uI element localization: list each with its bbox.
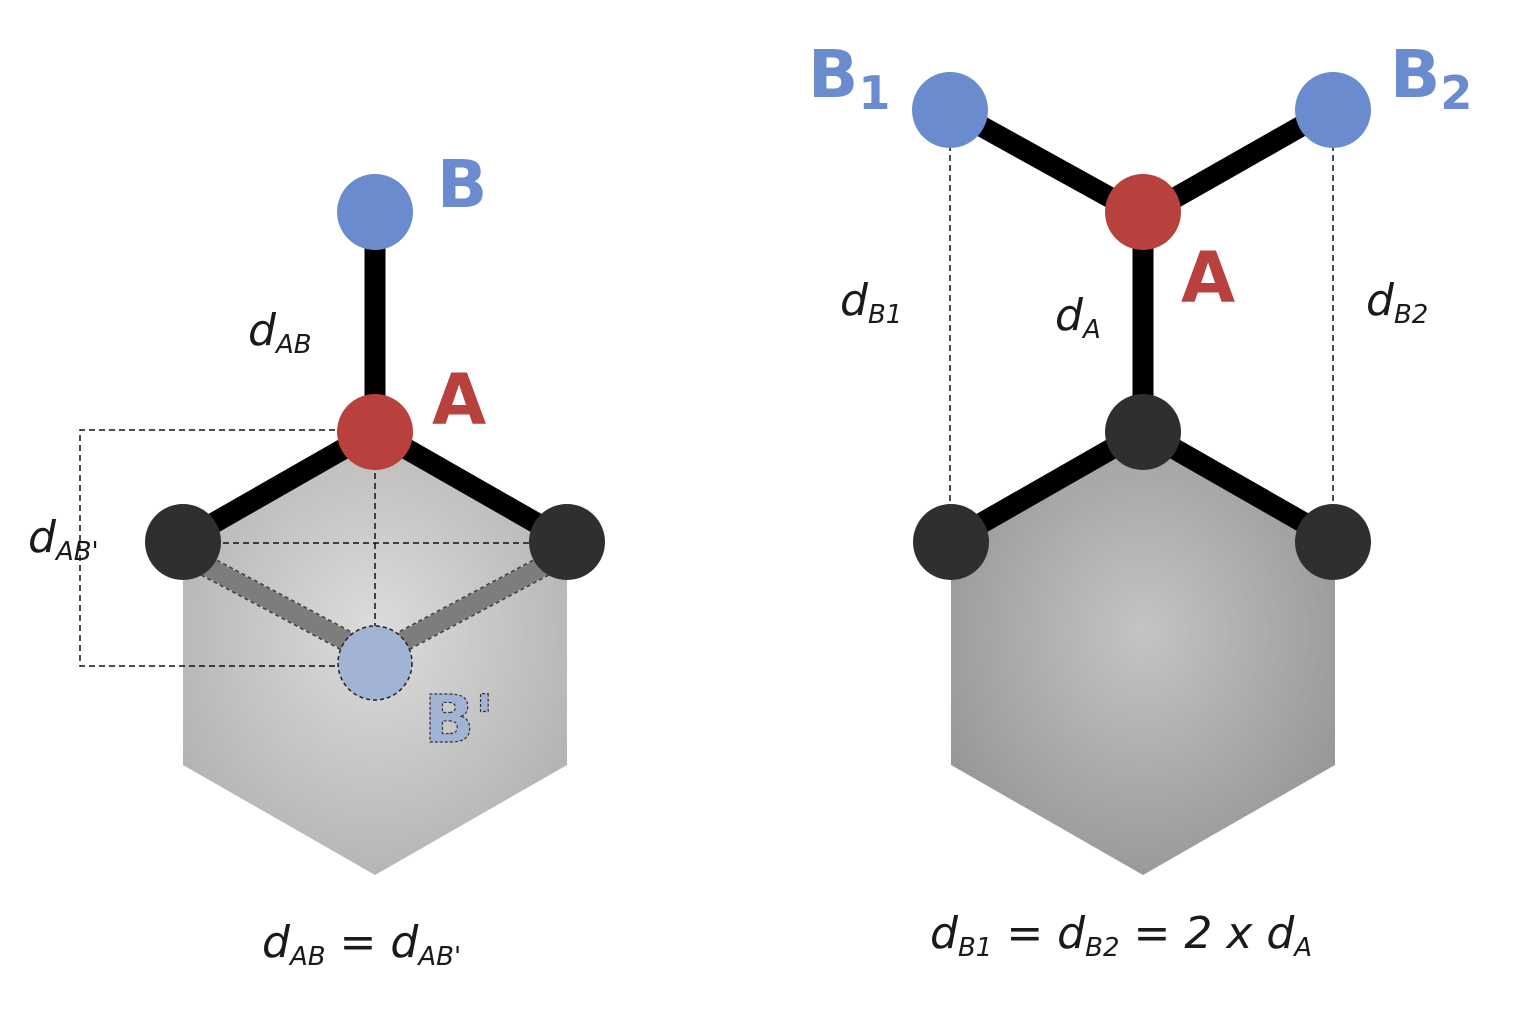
right-bond-center-left (967, 434, 1126, 538)
right-atom-b2 (1295, 72, 1371, 148)
right-label-db1: dB1 (840, 275, 902, 330)
left-bond-a-left (199, 434, 358, 538)
right-label-b2: B2 (1390, 36, 1472, 120)
left-caption: dAB = dAB' (262, 917, 461, 972)
left-atom-b (337, 174, 413, 250)
right-atom-a (1105, 174, 1181, 250)
left-panel: B A B' dAB dAB' dAB = dAB' (28, 146, 605, 972)
right-atom-substrate-right (1295, 504, 1371, 580)
left-label-b: B (437, 146, 487, 223)
left-ghost-bond-left-fill (201, 557, 359, 654)
right-caption: dB1 = dB2 = 2 x dA (930, 908, 1312, 963)
right-label-db2: dB2 (1366, 275, 1428, 330)
right-label-b1: B1 (808, 36, 890, 120)
right-label-da: dA (1055, 290, 1101, 345)
left-atom-b-prime (337, 625, 413, 701)
right-atom-substrate-center (1105, 394, 1181, 470)
right-atom-substrate-left (913, 504, 989, 580)
left-dimension-bracket (79, 429, 375, 667)
right-label-a: A (1181, 237, 1235, 319)
right-bond-a-b2 (1160, 110, 1318, 213)
left-atom-a (337, 394, 413, 470)
left-atom-substrate-right (529, 504, 605, 580)
left-label-b-prime: B' (424, 681, 495, 758)
right-bond-center-right (1160, 434, 1319, 538)
left-bond-a-right (392, 434, 551, 538)
left-atom-substrate-left (145, 504, 221, 580)
right-atom-b1 (912, 72, 988, 148)
right-bond-a-b1 (964, 110, 1126, 213)
left-ghost-bond-right-fill (391, 557, 549, 654)
right-panel: B1 B2 A dB1 dA dB2 dB1 = dB2 = 2 x dA (808, 36, 1472, 963)
left-label-dab-prime: dAB' (28, 512, 99, 567)
right-substrate-hexagon (951, 433, 1335, 875)
left-label-dab: dAB (248, 305, 312, 360)
left-label-a: A (432, 359, 486, 441)
